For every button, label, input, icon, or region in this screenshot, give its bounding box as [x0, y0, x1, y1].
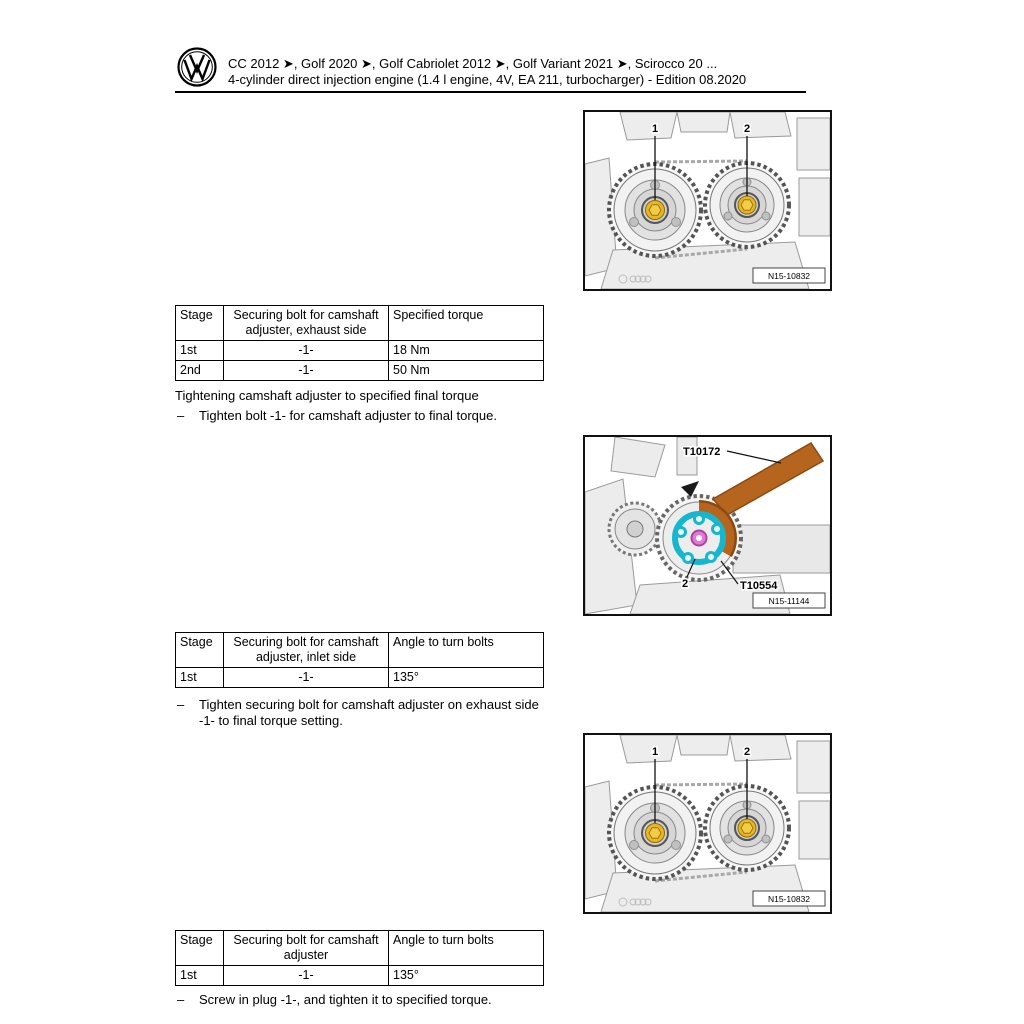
wrench-t10172 [698, 442, 825, 557]
figure-ref-box [752, 592, 826, 609]
cell-value: 135° [388, 667, 544, 688]
instruction-step-1: – Tighten bolt -1- for camshaft adjuster… [177, 408, 557, 424]
vw-logo-w [183, 59, 211, 83]
vw-logo [177, 47, 217, 87]
callout-lines [654, 759, 748, 823]
instruction-text: Screw in plug -1-, and tighten it to spe… [199, 992, 492, 1007]
tool-label-t10554: T10554 [740, 580, 778, 592]
tool-label-t10172: T10172 [683, 446, 720, 458]
table-row: 2nd -1- 50 Nm [175, 360, 544, 381]
figure-camshaft-sprockets-bottom: 1 2 N15-10832 [583, 733, 832, 914]
col-header-bolt: Securing bolt for camshaft adjuster, exh… [223, 305, 389, 341]
angle-table-adjuster: Stage Securing bolt for camshaft adjuste… [175, 930, 544, 986]
table-row: 1st -1- 18 Nm [175, 340, 544, 361]
col-header-stage: Stage [175, 305, 224, 341]
header-engine-info: 4-cylinder direct injection engine (1.4 … [228, 72, 747, 87]
angle-table-inlet: Stage Securing bolt for camshaft adjuste… [175, 632, 544, 688]
cell-bolt: -1- [223, 360, 389, 381]
small-gear [607, 501, 663, 557]
cell-value: 50 Nm [388, 360, 544, 381]
callout-lines [686, 450, 782, 585]
bullet-dash: – [177, 697, 185, 712]
callout-label-1: 1 [652, 123, 658, 135]
figure-ref-label: N15-10832 [768, 894, 810, 904]
tool-t10554 [672, 511, 726, 565]
col-header-stage: Stage [175, 632, 224, 668]
timing-chain [654, 159, 748, 260]
cell-bolt: -1- [223, 965, 389, 986]
figure-camshaft-tool: T10172 2 T10554 N15-11144 [583, 435, 832, 616]
exhaust-camshaft-sprocket [607, 785, 703, 881]
table-row: 1st -1- 135° [175, 667, 544, 688]
cell-value: 18 Nm [388, 340, 544, 361]
table-header-row: Stage Securing bolt for camshaft adjuste… [175, 632, 544, 668]
figure-ref-box [752, 267, 826, 284]
bullet-dash: – [177, 992, 185, 1007]
inlet-camshaft-sprocket [703, 161, 791, 249]
timing-chain [654, 782, 748, 883]
watermark-logos [618, 274, 652, 284]
instruction-step-2: – Tighten securing bolt for camshaft adj… [177, 697, 557, 729]
col-header-angle: Angle to turn bolts [388, 930, 544, 966]
inlet-camshaft-sprocket [703, 784, 791, 872]
callout-label-2: 2 [682, 578, 688, 590]
exhaust-camshaft-sprocket [607, 162, 703, 258]
table-header-row: Stage Securing bolt for camshaft adjuste… [175, 930, 544, 966]
cell-bolt: -1- [223, 667, 389, 688]
header-divider [175, 91, 806, 93]
header-model-list: CC 2012 ➤, Golf 2020 ➤, Golf Cabriolet 2… [228, 56, 718, 71]
col-header-bolt: Securing bolt for camshaft adjuster [223, 930, 389, 966]
rotation-arrow [681, 481, 699, 497]
callout-label-1: 1 [652, 746, 658, 758]
figure-ref-label: N15-10832 [768, 271, 810, 281]
callout-label-2: 2 [744, 746, 750, 758]
cell-stage: 1st [175, 965, 224, 986]
callout-label-2: 2 [744, 123, 750, 135]
col-header-torque: Specified torque [388, 305, 544, 341]
cell-stage: 1st [175, 340, 224, 361]
col-header-stage: Stage [175, 930, 224, 966]
vw-logo-v [188, 54, 206, 74]
figure-camshaft-sprockets-top: 1 2 N15-10832 [583, 110, 832, 291]
figure-ref-label: N15-11144 [769, 596, 810, 606]
watermark-logos [618, 897, 652, 907]
cell-stage: 2nd [175, 360, 224, 381]
instruction-text: Tighten securing bolt for camshaft adjus… [199, 697, 539, 728]
callout-lines [654, 136, 748, 200]
cell-bolt: -1- [223, 340, 389, 361]
page-header: CC 2012 ➤, Golf 2020 ➤, Golf Cabriolet 2… [228, 56, 746, 88]
cell-stage: 1st [175, 667, 224, 688]
section-heading: Tightening camshaft adjuster to specifie… [175, 388, 479, 403]
table-row: 1st -1- 135° [175, 965, 544, 986]
col-header-angle: Angle to turn bolts [388, 632, 544, 668]
bullet-dash: – [177, 408, 185, 423]
figure-ref-box [752, 890, 826, 907]
instruction-step-3: – Screw in plug -1-, and tighten it to s… [177, 992, 577, 1008]
torque-table-exhaust: Stage Securing bolt for camshaft adjuste… [175, 305, 544, 381]
cell-value: 135° [388, 965, 544, 986]
col-header-bolt: Securing bolt for camshaft adjuster, inl… [223, 632, 389, 668]
table-header-row: Stage Securing bolt for camshaft adjuste… [175, 305, 544, 341]
instruction-text: Tighten bolt -1- for camshaft adjuster t… [199, 408, 497, 423]
